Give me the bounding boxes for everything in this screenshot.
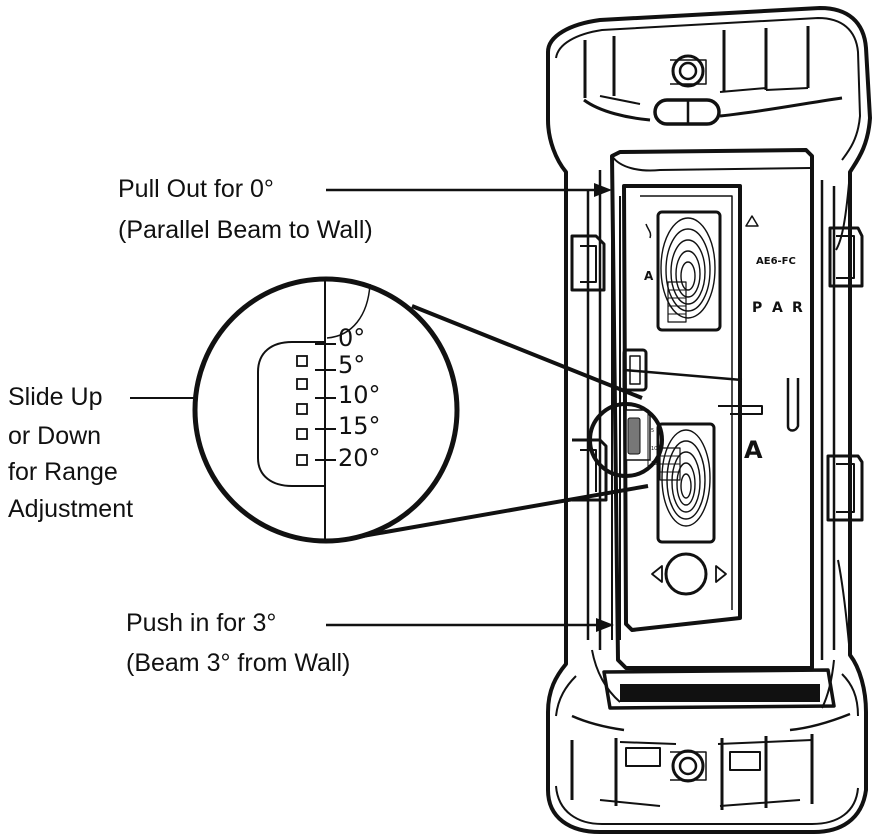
scale-label-10: 10°	[338, 381, 381, 409]
right-letter-r: R	[792, 300, 803, 316]
right-letter-a: A	[772, 300, 783, 316]
push-in-sublabel: (Beam 3° from Wall)	[126, 649, 350, 677]
slide-label-line4: Adjustment	[8, 495, 133, 523]
small-tick-10: 10	[651, 446, 657, 452]
device-markings: AE6-FC A P A R A	[644, 256, 803, 464]
slide-callout: Slide Up or Down for Range Adjustment	[8, 383, 196, 523]
device-housing	[546, 6, 872, 834]
big-letter-a: A	[744, 436, 763, 464]
small-scale-bar	[627, 417, 641, 455]
small-zoom-ring	[588, 402, 664, 478]
left-letter: A	[644, 269, 654, 283]
push-in-label: Push in for 3°	[126, 609, 276, 637]
scale-label-20: 20°	[338, 444, 381, 472]
slide-label-line2: or Down	[8, 422, 101, 450]
model-label: AE6-FC	[756, 256, 796, 267]
small-range-scale: 0 5 10 15	[625, 409, 657, 467]
pull-out-label: Pull Out for 0°	[118, 175, 274, 203]
push-in-callout: Push in for 3° (Beam 3° from Wall)	[126, 609, 614, 677]
zoom-callout: 0° 5° 10° 15° 20°	[192, 276, 664, 544]
pull-out-sublabel: (Parallel Beam to Wall)	[118, 216, 373, 244]
slide-label-line1: Slide Up	[8, 383, 103, 411]
scale-label-0: 0°	[338, 324, 365, 352]
small-tick-5: 5	[651, 428, 654, 434]
scale-label-5: 5°	[338, 351, 365, 379]
scale-label-15: 15°	[338, 412, 381, 440]
pull-out-callout: Pull Out for 0° (Parallel Beam to Wall)	[118, 175, 612, 244]
right-letter-p: P	[752, 300, 762, 316]
slide-label-line3: for Range	[8, 458, 118, 486]
